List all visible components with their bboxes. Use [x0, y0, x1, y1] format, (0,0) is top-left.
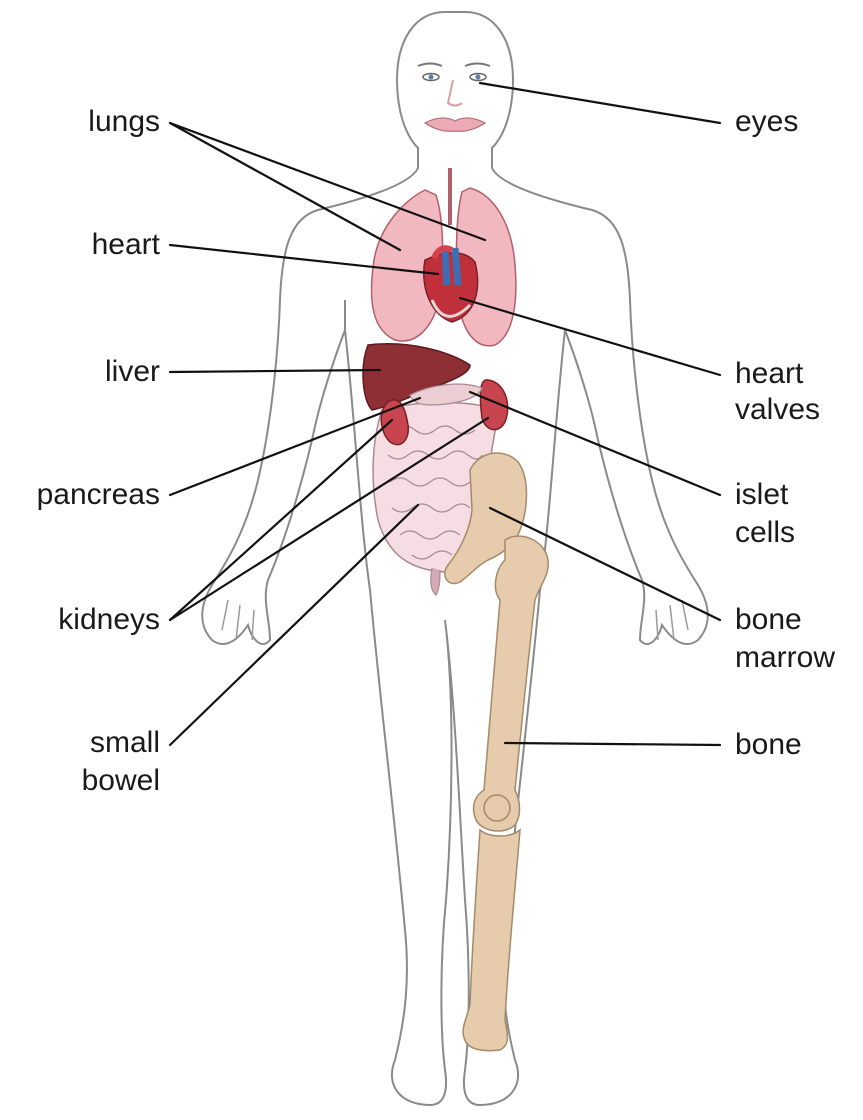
leader-eyes: [480, 83, 720, 123]
label-bone-marrow-line1: bone: [735, 603, 802, 637]
label-pancreas: pancreas: [5, 478, 160, 512]
label-bone-marrow-line2: marrow: [735, 641, 835, 675]
label-kidneys: kidneys: [5, 603, 160, 637]
label-eyes: eyes: [735, 105, 798, 139]
label-lungs: lungs: [50, 105, 160, 139]
label-heart-valves-line2: valves: [735, 393, 820, 427]
label-liver: liver: [40, 355, 160, 389]
label-heart-valves-line1: heart: [735, 357, 803, 391]
label-islet-cells-line1: islet: [735, 478, 788, 512]
leader-bone: [505, 743, 720, 745]
leader-lungs-a: [170, 123, 400, 250]
label-heart: heart: [40, 228, 160, 262]
label-small-bowel-line2: bowel: [40, 764, 160, 798]
label-small-bowel-line1: small: [40, 726, 160, 760]
label-bone: bone: [735, 728, 802, 762]
label-islet-cells-line2: cells: [735, 516, 795, 550]
